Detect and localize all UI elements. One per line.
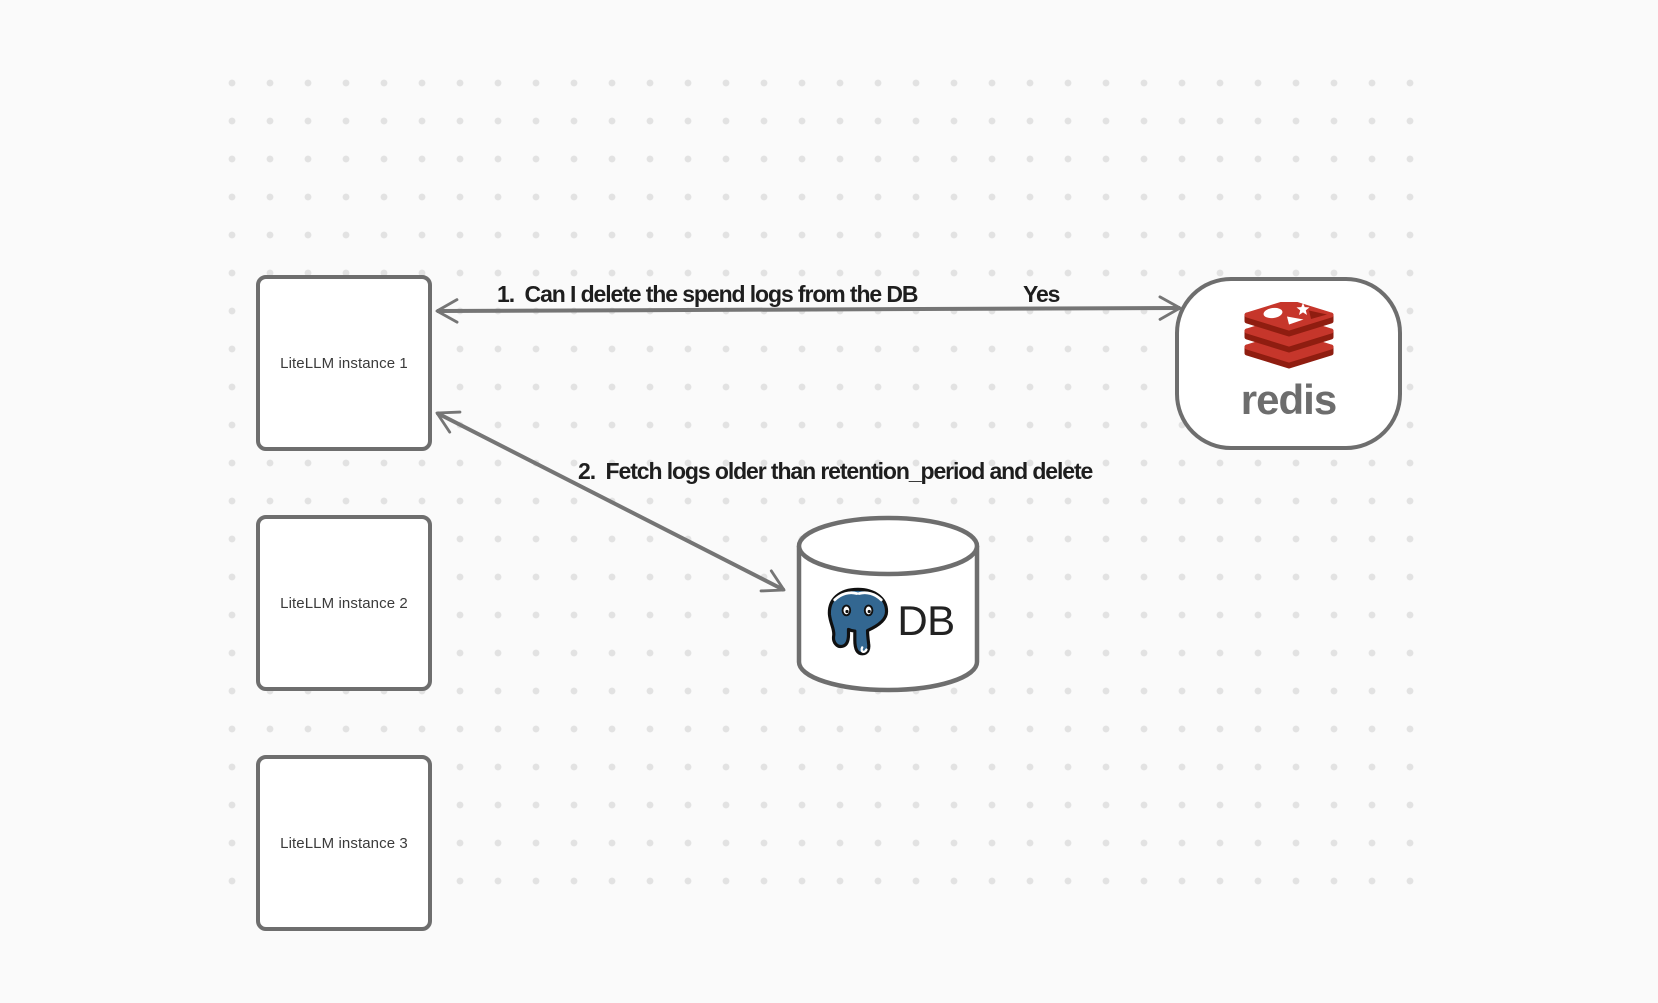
redis-logo-icon bbox=[1244, 302, 1333, 369]
db-label: DB bbox=[897, 597, 955, 644]
edge-fetch-logs-arrow bbox=[435, 410, 786, 593]
node-litellm-instance-1-label: LiteLLM instance 1 bbox=[280, 354, 408, 372]
node-db: DB bbox=[794, 514, 982, 696]
node-litellm-instance-1: LiteLLM instance 1 bbox=[256, 275, 432, 451]
postgresql-elephant-icon bbox=[828, 587, 889, 656]
node-litellm-instance-3: LiteLLM instance 3 bbox=[256, 755, 432, 931]
edge1-reply-label: Yes bbox=[1023, 281, 1060, 307]
edge-spend-logs-question-arrow bbox=[435, 295, 1182, 324]
edge2-label: 2. Fetch logs older than retention_perio… bbox=[578, 458, 1093, 484]
redis-wordmark: redis bbox=[1240, 376, 1337, 423]
db-cylinder-icon bbox=[796, 515, 980, 693]
node-redis: redis bbox=[1175, 277, 1402, 450]
edge1-label: 1. Can I delete the spend logs from the … bbox=[497, 281, 919, 307]
db-content: DB bbox=[794, 576, 982, 666]
node-litellm-instance-3-label: LiteLLM instance 3 bbox=[280, 834, 408, 852]
node-litellm-instance-2-label: LiteLLM instance 2 bbox=[280, 594, 408, 612]
node-litellm-instance-2: LiteLLM instance 2 bbox=[256, 515, 432, 691]
